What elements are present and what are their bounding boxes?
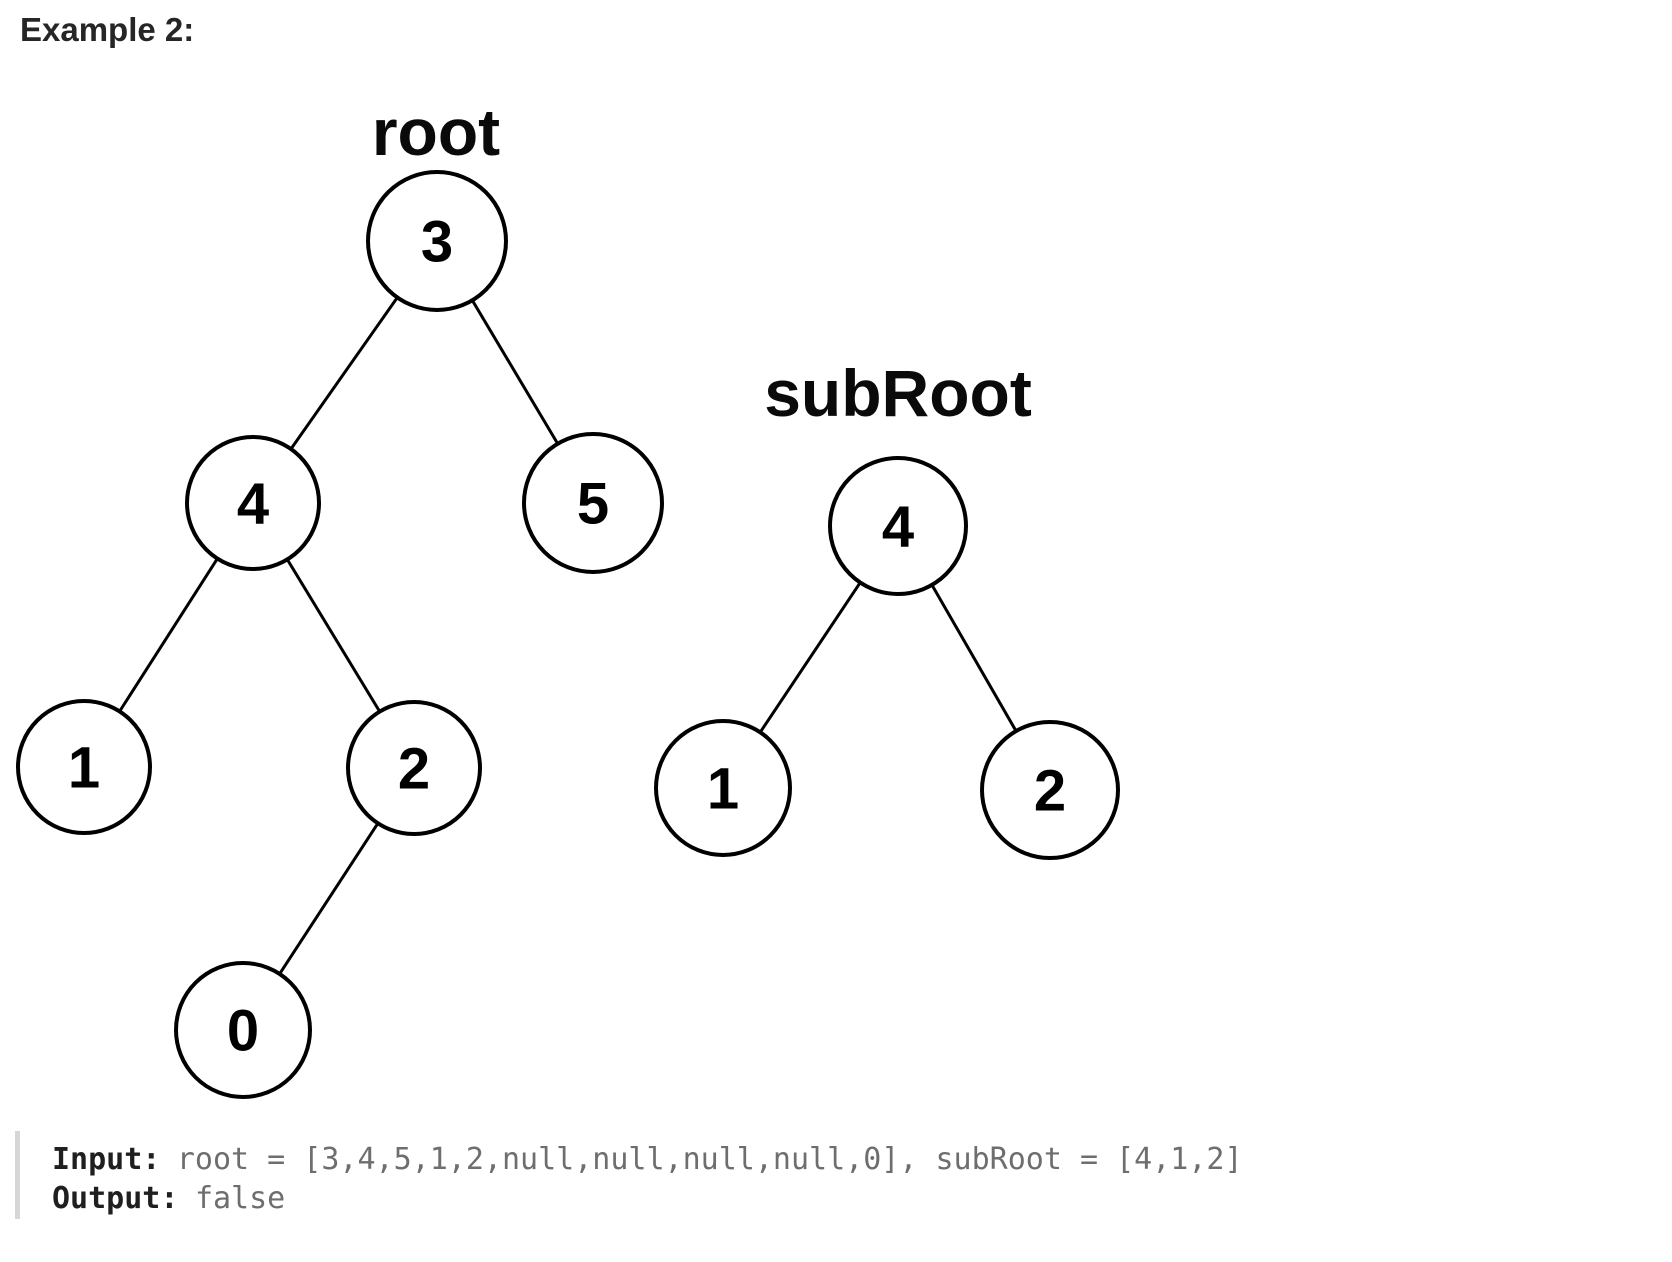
quote-bar [15, 1131, 20, 1219]
subroot-tree: subRoot 4 1 2 [654, 356, 1120, 860]
subroot-tree-label: subRoot [764, 356, 1032, 430]
output-label: Output: [52, 1181, 179, 1216]
root-tree-label: root [372, 95, 500, 169]
root-tree: root 3 4 5 1 2 0 [16, 95, 664, 1099]
output-line: Output: false [52, 1179, 1243, 1218]
subroot-tree-node-4-circle [828, 456, 968, 596]
root-tree-node-5-circle [522, 432, 664, 574]
input-value: root = [3,4,5,1,2,null,null,null,null,0]… [176, 1142, 1243, 1177]
input-label: Input: [52, 1142, 161, 1177]
root-tree-node-1-value: 1 [68, 735, 100, 800]
root-tree-node-2-value: 2 [398, 736, 430, 801]
root-tree-node-1-circle [16, 699, 152, 835]
root-tree-node-0-circle [174, 961, 312, 1099]
subroot-tree-node-2-value: 2 [1034, 758, 1066, 823]
root-tree-node-0-value: 0 [227, 998, 259, 1063]
root-tree-node-4-value: 4 [237, 471, 269, 536]
binary-trees-diagram: root 3 4 5 1 2 0 subRoot 4 [16, 95, 1120, 1099]
subroot-tree-node-1-circle [654, 719, 792, 857]
io-code: Input: root = [3,4,5,1,2,null,null,null,n… [52, 1140, 1243, 1218]
subroot-tree-node-2-circle [980, 720, 1120, 860]
root-tree-node-5-value: 5 [577, 471, 609, 536]
input-line: Input: root = [3,4,5,1,2,null,null,null,n… [52, 1140, 1243, 1179]
output-value: false [194, 1181, 286, 1216]
subroot-tree-node-1-value: 1 [707, 756, 739, 821]
root-tree-node-3-value: 3 [421, 209, 453, 274]
example-io-block: Input: root = [3,4,5,1,2,null,null,null,n… [0, 1131, 1672, 1226]
root-tree-node-3-circle [366, 170, 508, 312]
root-tree-node-4-circle [185, 435, 321, 571]
subroot-tree-node-4-value: 4 [882, 494, 914, 559]
example-heading: Example 2: [20, 11, 195, 48]
root-tree-node-2-circle [346, 700, 482, 836]
